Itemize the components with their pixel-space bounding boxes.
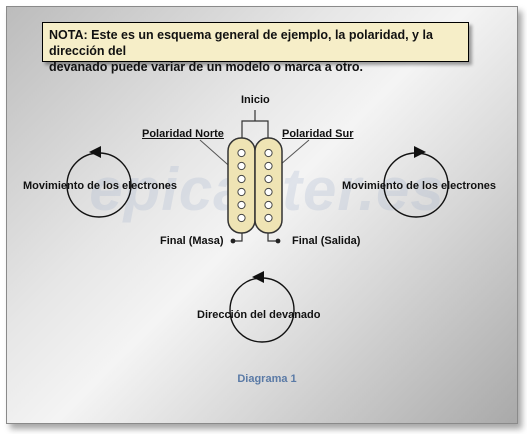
diagram-frame: epicaster.es NOTA: Este es un esquema ge… [6, 6, 518, 424]
electron-circle-right [383, 146, 449, 218]
pole-north-1 [237, 148, 246, 158]
label-electrons-right: Movimiento de los electrones [342, 180, 497, 192]
note-box: NOTA: Este es un esquema general de ejem… [42, 22, 469, 74]
note-line-1: NOTA: Este es un esquema general de ejem… [49, 28, 433, 58]
diagram-caption: Diagrama 1 [237, 373, 297, 385]
label-winding: Dirección del devanado [197, 309, 321, 321]
pickup-diagram [66, 110, 449, 343]
pole-pieces [237, 148, 273, 223]
electron-circle-left [66, 146, 132, 218]
pole-south-5 [264, 200, 273, 210]
note-line-2: devanado puede variar de un modelo o mar… [49, 60, 363, 74]
start-lead [241, 110, 269, 139]
label-north: Polaridad Norte [142, 128, 224, 140]
label-end-ground: Final (Masa) [160, 235, 224, 247]
pole-north-6 [237, 213, 246, 223]
terminal-ground [230, 238, 236, 244]
arrow-left-icon [89, 146, 101, 158]
label-electrons-left: Movimiento de los electrones [23, 180, 178, 192]
pole-south-2 [264, 161, 273, 171]
label-start: Inicio [241, 94, 270, 106]
pole-south-4 [264, 187, 273, 197]
arrow-winding-icon [252, 271, 264, 283]
pole-north-5 [237, 200, 246, 210]
winding-circle [229, 271, 295, 343]
label-south: Polaridad Sur [282, 128, 354, 140]
pole-north-2 [237, 161, 246, 171]
terminal-output [275, 238, 281, 244]
end-leads [233, 233, 278, 242]
pole-south-3 [264, 174, 273, 184]
label-end-output: Final (Salida) [292, 235, 361, 247]
pole-south-6 [264, 213, 273, 223]
pole-south-1 [264, 148, 273, 158]
pole-north-4 [237, 187, 246, 197]
pole-north-3 [237, 174, 246, 184]
arrow-right-icon [414, 146, 426, 158]
